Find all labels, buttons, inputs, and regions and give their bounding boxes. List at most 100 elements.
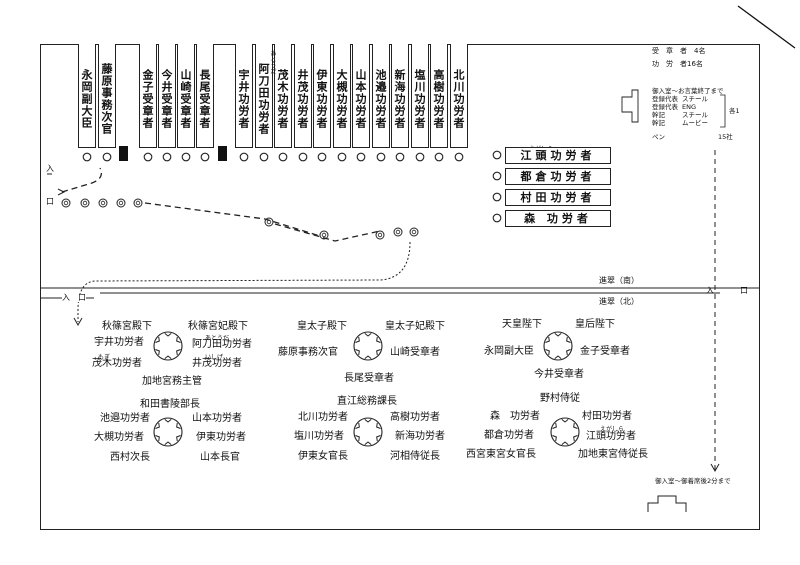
info-row-4-value: ムービー: [682, 119, 708, 127]
right-card-mori: 森 功労者: [505, 210, 611, 227]
g4-label-r: 伊東功労者: [196, 432, 246, 443]
g2-seat-0: [364, 333, 372, 337]
walk-path-dashed: [61, 167, 381, 242]
route-seat-inner-1: [82, 200, 88, 206]
g4-seat-3: [164, 441, 172, 445]
g6-label-t: 野村侍従: [540, 393, 580, 404]
furigana-atoda-top: あとうだ: [269, 50, 276, 74]
g3-seat-5: [545, 336, 550, 343]
g2-label-r: 山崎受章者: [390, 347, 440, 358]
info-camera-icon: [621, 89, 639, 123]
black-marker-right: [218, 146, 227, 161]
top-card-ui: 宇井功労者: [235, 44, 253, 148]
g4-label-l: 大槻功労者: [94, 432, 144, 443]
furigana-mogi: もぎ: [98, 354, 111, 361]
top-card-fujiwara: 藤原事務次官: [98, 44, 116, 148]
g1-table: [153, 331, 183, 361]
g1-label-tr2: 阿刀田功労者: [192, 339, 252, 350]
top-seat-16: [434, 152, 444, 162]
top-card-takagi: 高樹功労者: [430, 44, 448, 148]
walk-arrow-down: [73, 317, 83, 327]
g4-label-t: 和田書陵部長: [140, 399, 200, 410]
top-card-yamamoto: 山本功労者: [352, 44, 370, 148]
corner-mark: [737, 5, 796, 49]
g1-seat-3: [164, 355, 172, 359]
top-seat-13: [376, 152, 386, 162]
g3-table: [543, 331, 573, 361]
g1-seat-1: [176, 336, 181, 343]
top-seat-15: [415, 152, 425, 162]
top-card-ishige: 井茂功労者: [294, 44, 312, 148]
info-row-4-label: 幹記: [652, 119, 665, 127]
route-seat-inner-9: [411, 229, 417, 235]
g1-seat-4: [155, 349, 160, 356]
info-row-1-label: 登録代表: [652, 95, 678, 103]
g3-label-l: 永岡副大臣: [484, 346, 534, 357]
g3-seat-1: [566, 336, 571, 343]
right-card-egashira: 江頭功労者: [505, 147, 611, 164]
furigana-atoda: あとうだ: [205, 335, 230, 342]
route-south-label: 進翠（南）: [599, 276, 639, 285]
g5-label-t: 直江総務課長: [337, 396, 397, 407]
right-arrow-down: [710, 463, 720, 473]
route-north-label: 進翠（北）: [599, 297, 639, 306]
right-seat-3: [492, 213, 502, 223]
g6-table: [550, 417, 580, 447]
top-card-atoda: 阿刀田功労者: [255, 44, 273, 148]
g3-seat-2: [566, 349, 571, 356]
top-seat-11: [337, 152, 347, 162]
g5-seat-3: [364, 441, 372, 445]
info-pen-label: ペン: [652, 133, 665, 141]
g5-seat-0: [364, 419, 372, 423]
g6-seat-3: [561, 441, 569, 445]
g5-seat-1: [376, 422, 381, 429]
g4-label-br: 山本長官: [200, 452, 240, 463]
g4-seat-2: [176, 435, 181, 442]
top-seat-12: [356, 152, 366, 162]
g6-label-br: 加地東宮侍従長: [578, 449, 648, 460]
entrance-route-right-2: 口: [740, 286, 748, 295]
g6-label-bl: 西宮東宮女官長: [466, 449, 536, 460]
g1-seat-0: [164, 333, 172, 337]
g1-label-b: 加地宮務主管: [142, 376, 202, 387]
route-seat-inner-6: [321, 232, 327, 238]
g4-label-tl: 池邉功労者: [100, 413, 150, 424]
top-seat-2: [143, 152, 153, 162]
g5-label-r: 新海功労者: [395, 431, 445, 442]
g2-seat-1: [376, 336, 381, 343]
top-card-yamazaki: 山崎受章者: [177, 44, 195, 148]
g4-label-bl: 西村次長: [110, 452, 150, 463]
g5-label-bl: 伊東女官長: [298, 451, 348, 462]
g1-label-tr1: 秋篠宮妃殿下: [188, 321, 248, 332]
right-seat-0: [492, 150, 502, 160]
furigana-ishige: いしげ: [205, 354, 224, 361]
g1-label-tl1: 秋篠宮殿下: [102, 321, 152, 332]
g4-seat-4: [155, 435, 160, 442]
top-card-otsuki: 大槻功労者: [333, 44, 351, 148]
black-marker-left: [119, 146, 128, 161]
info-korosha: 功 労 者16名: [652, 60, 703, 68]
g2-seat-5: [355, 336, 360, 343]
route-seat-inner-7: [377, 232, 383, 238]
g2-seat-3: [364, 355, 372, 359]
right-card-tokura: 都倉功労者: [505, 168, 611, 185]
g4-seat-0: [164, 419, 172, 423]
g5-seat-4: [355, 435, 360, 442]
g1-label-tl2: 宇井功労者: [94, 337, 144, 348]
top-card-mogi: 茂木功労者: [274, 44, 292, 148]
g2-label-b: 長尾受章者: [344, 373, 394, 384]
g4-table: [153, 417, 183, 447]
right-seat-2: [492, 192, 502, 202]
top-seat-4: [181, 152, 191, 162]
furigana-egashira-bottom: えがしら: [600, 426, 625, 433]
top-card-nagaoka: 永岡副大臣: [78, 44, 96, 148]
g6-label-tl: 森 功労者: [490, 411, 540, 422]
g6-label-l: 都倉功労者: [484, 430, 534, 441]
g3-label-r: 金子受章者: [580, 346, 630, 357]
entrance-route-right-1: 入: [706, 286, 714, 295]
info-pen-count: 15社: [718, 133, 733, 141]
top-seat-7: [259, 152, 269, 162]
top-card-ikebe: 池邉功労者: [372, 44, 390, 148]
